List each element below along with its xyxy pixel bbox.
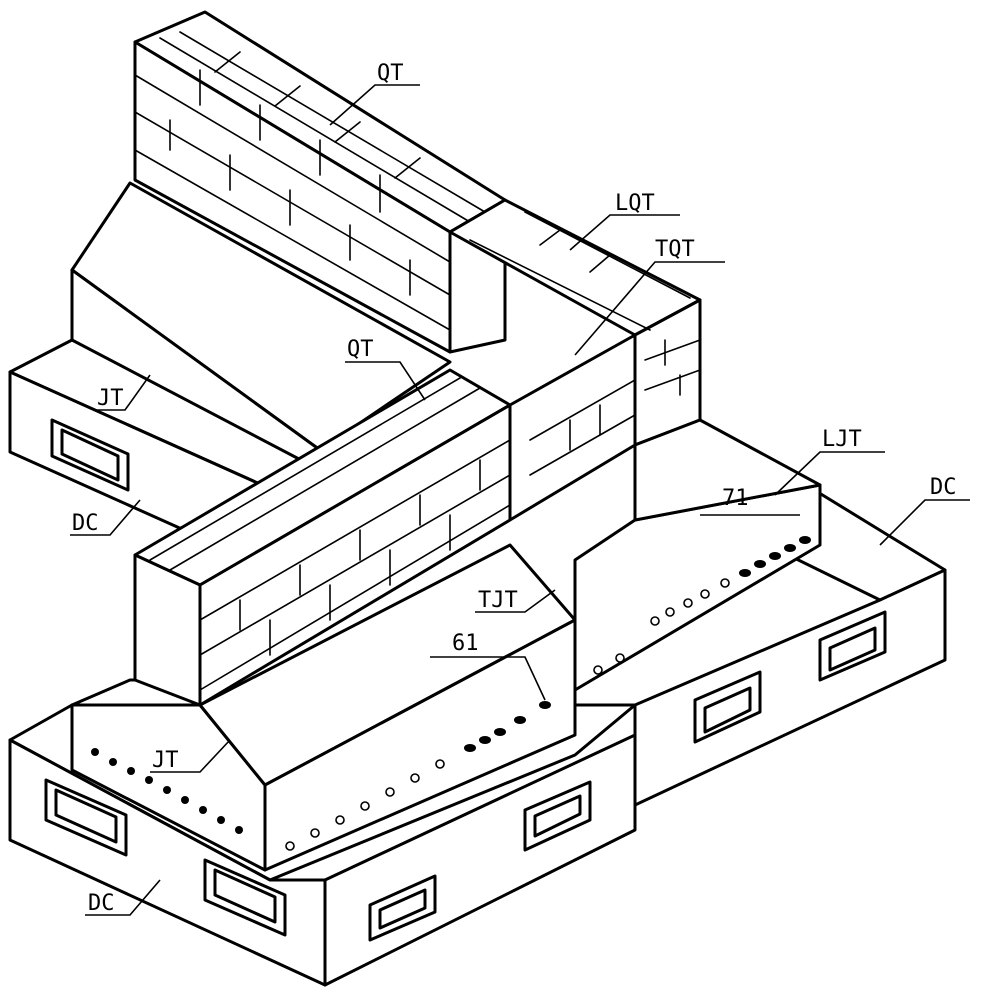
label-qt-top: QT bbox=[377, 61, 404, 86]
label-tqt: TQT bbox=[655, 237, 695, 262]
label-dc-left: DC bbox=[72, 511, 99, 536]
label-jt-front: JT bbox=[152, 748, 179, 773]
label-61: 61 bbox=[452, 631, 479, 656]
label-dc-right: DC bbox=[930, 475, 957, 500]
label-jt-left: JT bbox=[97, 386, 124, 411]
label-71: 71 bbox=[722, 486, 749, 511]
label-ljt: LJT bbox=[822, 427, 862, 452]
label-tjt: TJT bbox=[478, 588, 518, 613]
label-lqt: LQT bbox=[615, 191, 655, 216]
label-qt-mid: QT bbox=[347, 337, 374, 362]
label-dc-bottom: DC bbox=[88, 891, 115, 916]
